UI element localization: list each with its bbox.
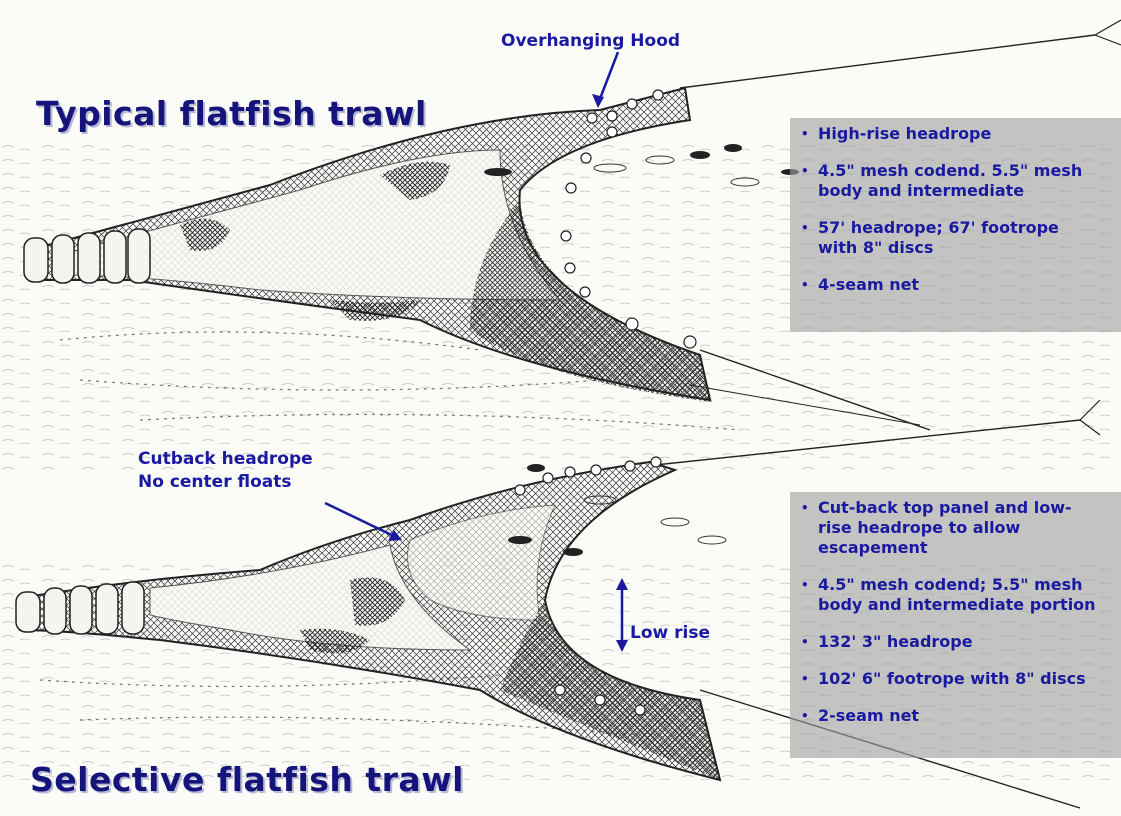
typical-spec-item: 57' headrope; 67' footrope with 8" discs	[798, 218, 1121, 258]
selective-spec-panel: Cut-back top panel and low- rise headrop…	[790, 492, 1121, 758]
low-rise-label: Low rise	[630, 622, 710, 645]
typical-spec-item: 4-seam net	[798, 275, 1121, 295]
selective-trawl-title: Selective flatfish trawl	[30, 760, 464, 799]
cutback-headrope-label: Cutback headrope No center floats	[138, 448, 313, 494]
typical-spec-panel: High-rise headrope 4.5" mesh codend. 5.5…	[790, 118, 1121, 332]
selective-spec-item: Cut-back top panel and low- rise headrop…	[798, 498, 1121, 558]
typical-spec-item: High-rise headrope	[798, 124, 1121, 144]
selective-spec-item: 132' 3" headrope	[798, 632, 1121, 652]
typical-spec-list: High-rise headrope 4.5" mesh codend. 5.5…	[798, 124, 1121, 295]
typical-trawl-title: Typical flatfish trawl	[36, 94, 427, 133]
selective-spec-item: 2-seam net	[798, 706, 1121, 726]
typical-spec-item: 4.5" mesh codend. 5.5" mesh body and int…	[798, 161, 1121, 201]
hood-arrow	[592, 52, 618, 108]
selective-spec-list: Cut-back top panel and low- rise headrop…	[798, 498, 1121, 726]
cutback-headrope-line: Cutback headrope	[138, 448, 313, 471]
overhanging-hood-label: Overhanging Hood	[501, 30, 680, 53]
no-center-floats-line: No center floats	[138, 471, 313, 494]
selective-spec-item: 102' 6" footrope with 8" discs	[798, 669, 1121, 689]
selective-spec-item: 4.5" mesh codend; 5.5" mesh body and int…	[798, 575, 1121, 615]
